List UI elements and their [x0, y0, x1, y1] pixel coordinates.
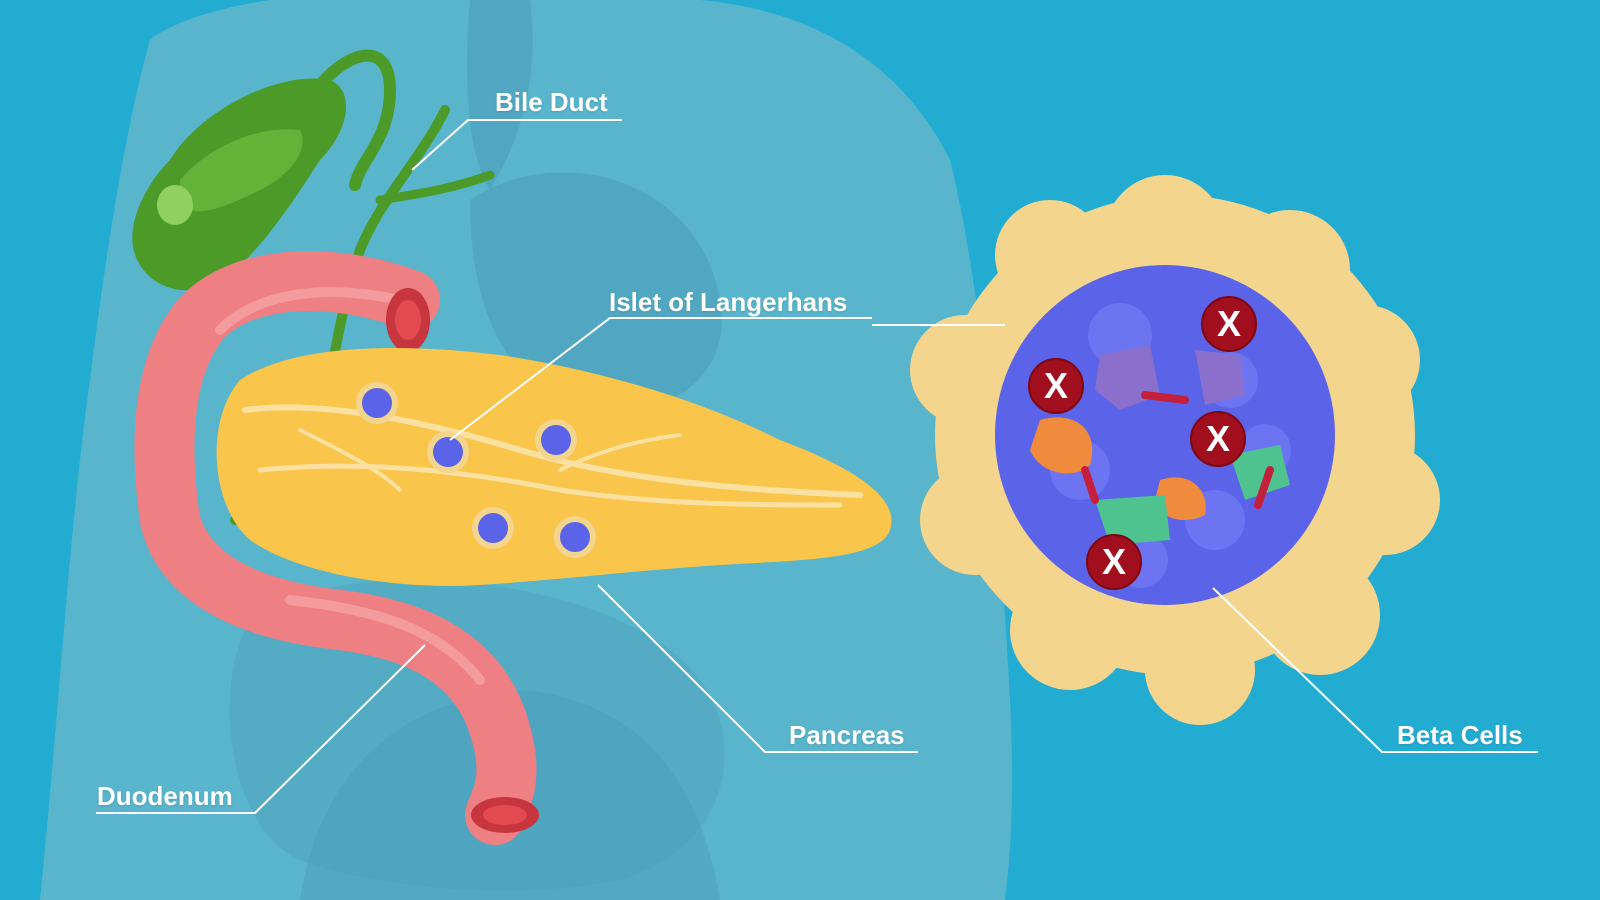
- label-pancreas: Pancreas: [789, 720, 905, 750]
- destroyed-cell-mark-3: X: [1190, 411, 1246, 467]
- leader-pancreas: [597, 584, 918, 753]
- destroyed-cell-mark-1: X: [1201, 296, 1257, 352]
- destroyed-cell-mark-2: X: [1028, 358, 1084, 414]
- label-beta-cells: Beta Cells: [1397, 720, 1523, 750]
- leader-bile-duct: [411, 119, 622, 171]
- leader-lines: [96, 119, 1538, 814]
- leader-beta-cells: [1212, 587, 1538, 753]
- label-duodenum: Duodenum: [97, 781, 233, 811]
- pancreas-illustration: [216, 347, 892, 586]
- gallbladder: [132, 49, 397, 291]
- leader-islet: [449, 317, 872, 441]
- duodenum-illustration: [134, 251, 539, 845]
- islet-illustration: [910, 175, 1440, 725]
- leader-duodenum: [96, 644, 426, 814]
- label-bile-duct: Bile Duct: [495, 87, 608, 117]
- destroyed-cell-mark-4: X: [1086, 534, 1142, 590]
- label-islet-of-langerhans: Islet of Langerhans: [609, 287, 848, 317]
